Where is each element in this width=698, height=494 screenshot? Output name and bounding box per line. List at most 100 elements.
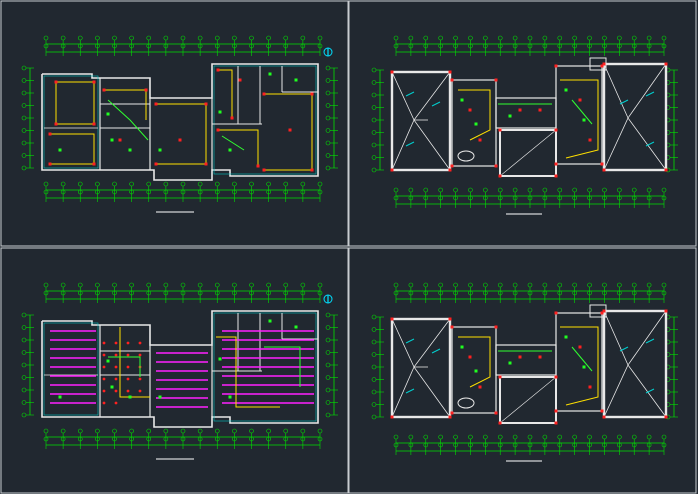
bottom-axis-outer-bubble	[197, 436, 203, 442]
fixture-marker	[450, 411, 454, 415]
bottom-axis-inner-bubble	[602, 187, 607, 193]
top-axis-outer-bubble	[60, 282, 66, 288]
circuit-wire	[218, 69, 233, 118]
bottom-axis-outer-bubble	[617, 195, 622, 201]
top-axis-outer-bubble	[180, 282, 186, 288]
top-axis-outer-bubble	[95, 282, 100, 288]
device-marker	[564, 88, 568, 92]
drain-arrow	[645, 388, 655, 394]
fixture-dot	[114, 377, 118, 381]
bottom-axis-outer-bubble	[557, 442, 563, 448]
fixture-dot	[126, 365, 130, 369]
bottom-axis-inner-bubble	[557, 434, 563, 440]
bottom-axis-inner-bubble	[483, 434, 488, 440]
left-axis-bubble	[371, 92, 377, 98]
top-axis-inner-bubble	[129, 43, 134, 49]
left-axis-bubble	[21, 90, 27, 96]
top-axis-inner-bubble	[95, 290, 100, 296]
top-axis-inner-bubble	[317, 43, 323, 49]
device-marker	[110, 138, 114, 142]
top-axis-inner-bubble	[249, 43, 254, 49]
top-axis-inner-bubble	[587, 290, 592, 296]
device-marker	[106, 112, 110, 116]
top-axis-inner-bubble	[129, 290, 134, 296]
right-axis-bubble	[325, 412, 331, 418]
top-axis-inner-bubble	[408, 290, 414, 296]
bottom-axis-inner-bubble	[283, 181, 289, 187]
bottom-axis-outer-bubble	[646, 442, 652, 448]
court-diagonal	[499, 129, 557, 177]
bottom-axis-outer-bubble	[77, 436, 83, 442]
bottom-axis-inner-bubble	[527, 434, 533, 440]
left-axis-bubble	[371, 167, 377, 173]
bottom-axis-inner-bubble	[317, 428, 323, 434]
fixture-marker	[390, 317, 394, 321]
outlet-marker	[310, 92, 314, 96]
bottom-axis-outer-bubble	[453, 195, 458, 201]
bottom-axis-inner-bubble	[180, 181, 186, 187]
outlet-marker	[48, 162, 52, 166]
device-marker	[218, 110, 222, 114]
top-axis-inner-bubble	[497, 43, 503, 49]
bottom-axis-inner-bubble	[646, 434, 652, 440]
top-axis-outer-bubble	[468, 35, 473, 41]
fixture-marker	[448, 168, 452, 172]
top-axis-inner-bubble	[602, 43, 607, 49]
stair-head	[589, 57, 607, 71]
device-marker	[128, 395, 132, 399]
fixture-marker	[390, 70, 394, 74]
device-marker	[508, 114, 512, 118]
top-axis-outer-bubble	[453, 282, 458, 288]
right-axis-bubble	[325, 325, 331, 330]
fixture-marker	[468, 355, 472, 359]
bottom-axis-outer-bubble	[542, 442, 548, 448]
fixture-marker	[600, 64, 604, 68]
top-axis-inner-bubble	[77, 43, 83, 49]
bottom-axis-outer-bubble	[300, 436, 306, 442]
top-axis-outer-bubble	[249, 35, 254, 41]
bottom-axis-inner-bubble	[497, 187, 503, 193]
fixture-dot	[114, 401, 118, 405]
bottom-axis-inner-bubble	[631, 187, 637, 193]
top-axis-inner-bubble	[232, 290, 237, 296]
bottom-axis-outer-bubble	[661, 442, 667, 448]
feeder-wire	[216, 336, 280, 408]
outlet-marker	[262, 92, 266, 96]
bottom-axis-inner-bubble	[60, 428, 66, 434]
top-axis-inner-bubble	[214, 43, 220, 49]
bottom-axis-inner-bubble	[180, 428, 186, 434]
bottom-axis-inner-bubble	[572, 187, 577, 193]
outlet-marker	[230, 116, 234, 120]
bottom-axis-inner-bubble	[438, 434, 443, 440]
roof-wire	[560, 79, 599, 159]
device-marker	[110, 385, 114, 389]
top-axis-outer-bubble	[180, 35, 186, 41]
top-axis-outer-bubble	[423, 282, 429, 288]
bottom-axis-inner-bubble	[146, 428, 152, 434]
fixture-dot	[102, 401, 106, 405]
bottom-axis-outer-bubble	[266, 436, 271, 442]
bottom-axis-inner-bubble	[163, 181, 169, 187]
drain-arrow	[645, 338, 655, 344]
left-axis-bubble	[371, 327, 377, 332]
bottom-axis-outer-bubble	[527, 442, 533, 448]
bottom-axis-outer-bubble	[317, 436, 323, 442]
floor-plan-1-power	[21, 35, 338, 213]
device-marker	[128, 148, 132, 152]
left-axis-bubble	[371, 414, 377, 420]
right-axis-bubble	[325, 90, 331, 96]
drain-arrow	[405, 91, 415, 97]
device-marker	[474, 122, 478, 126]
right-axis-bubble	[325, 128, 331, 133]
right-axis-bubble	[325, 140, 331, 146]
fixture-marker	[468, 108, 472, 112]
branch-wire	[264, 346, 301, 387]
top-axis-inner-bubble	[300, 290, 306, 296]
drain-arrow	[645, 91, 655, 97]
top-axis-outer-bubble	[617, 282, 622, 288]
drain-arrow	[431, 348, 441, 354]
drain-arrow	[619, 346, 629, 352]
bottom-axis-inner-bubble	[631, 434, 637, 440]
east-roof-outline	[602, 309, 668, 419]
